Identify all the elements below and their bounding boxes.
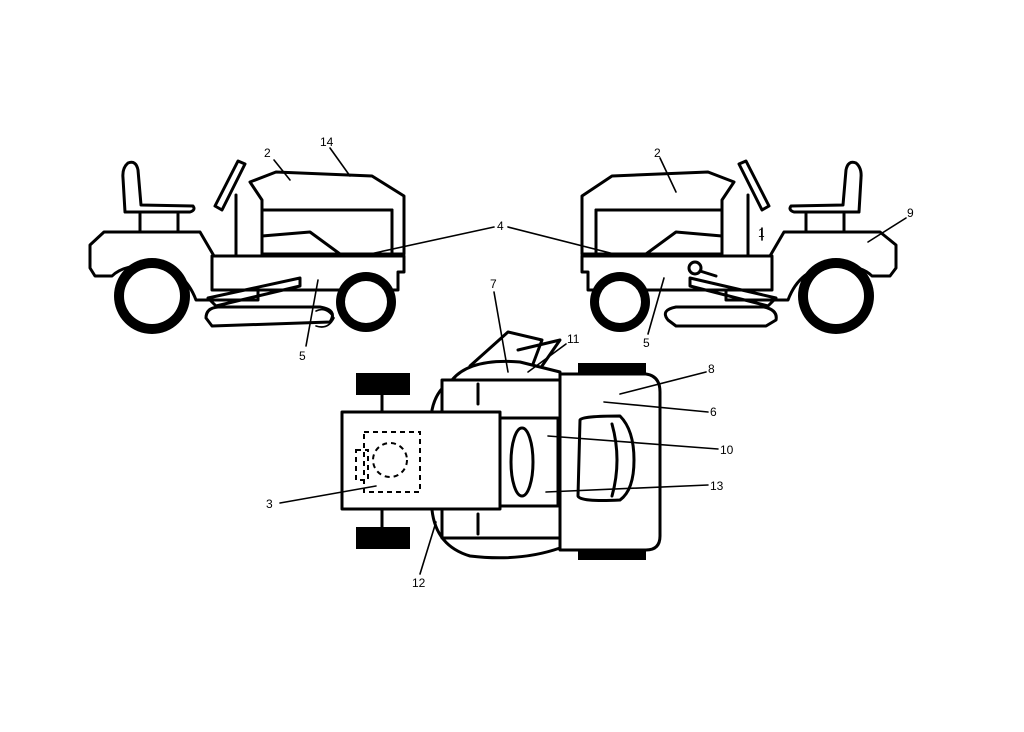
steering-wheel (509, 426, 535, 498)
callout-labels: 2 14 4 5 2 1 9 5 7 11 8 6 10 13 3 12 (264, 135, 914, 590)
top-view-tractor (340, 330, 662, 560)
callout-4: 4 (497, 219, 504, 233)
steering-wheel (213, 159, 247, 212)
mower-deck (204, 305, 334, 328)
callout-12: 12 (412, 576, 426, 590)
hood (248, 170, 406, 256)
callout-11: 11 (567, 332, 580, 346)
front-left-wheel (356, 373, 410, 395)
callout-8: 8 (708, 362, 715, 376)
callout-7: 7 (490, 277, 497, 291)
callout-3: 3 (266, 497, 273, 511)
right-side-view-tractor (580, 159, 898, 334)
seat (121, 160, 196, 214)
leader-lines (273, 147, 907, 575)
callout-1: 1 (758, 226, 765, 240)
seat (788, 160, 863, 214)
callout-6: 6 (710, 405, 717, 419)
callout-5-right: 5 (643, 336, 650, 350)
callout-10: 10 (720, 443, 734, 457)
front-right-wheel (356, 527, 410, 549)
seat (576, 414, 636, 502)
left-side-view-tractor (88, 159, 406, 334)
callout-13: 13 (710, 479, 724, 493)
steering-wheel (737, 159, 771, 212)
hood (580, 170, 736, 256)
callout-9: 9 (907, 206, 914, 220)
callout-2-left: 2 (264, 146, 271, 160)
callout-2-right: 2 (654, 146, 661, 160)
mower-deck (663, 305, 778, 328)
callout-5-left: 5 (299, 349, 306, 363)
callout-14: 14 (320, 135, 334, 149)
